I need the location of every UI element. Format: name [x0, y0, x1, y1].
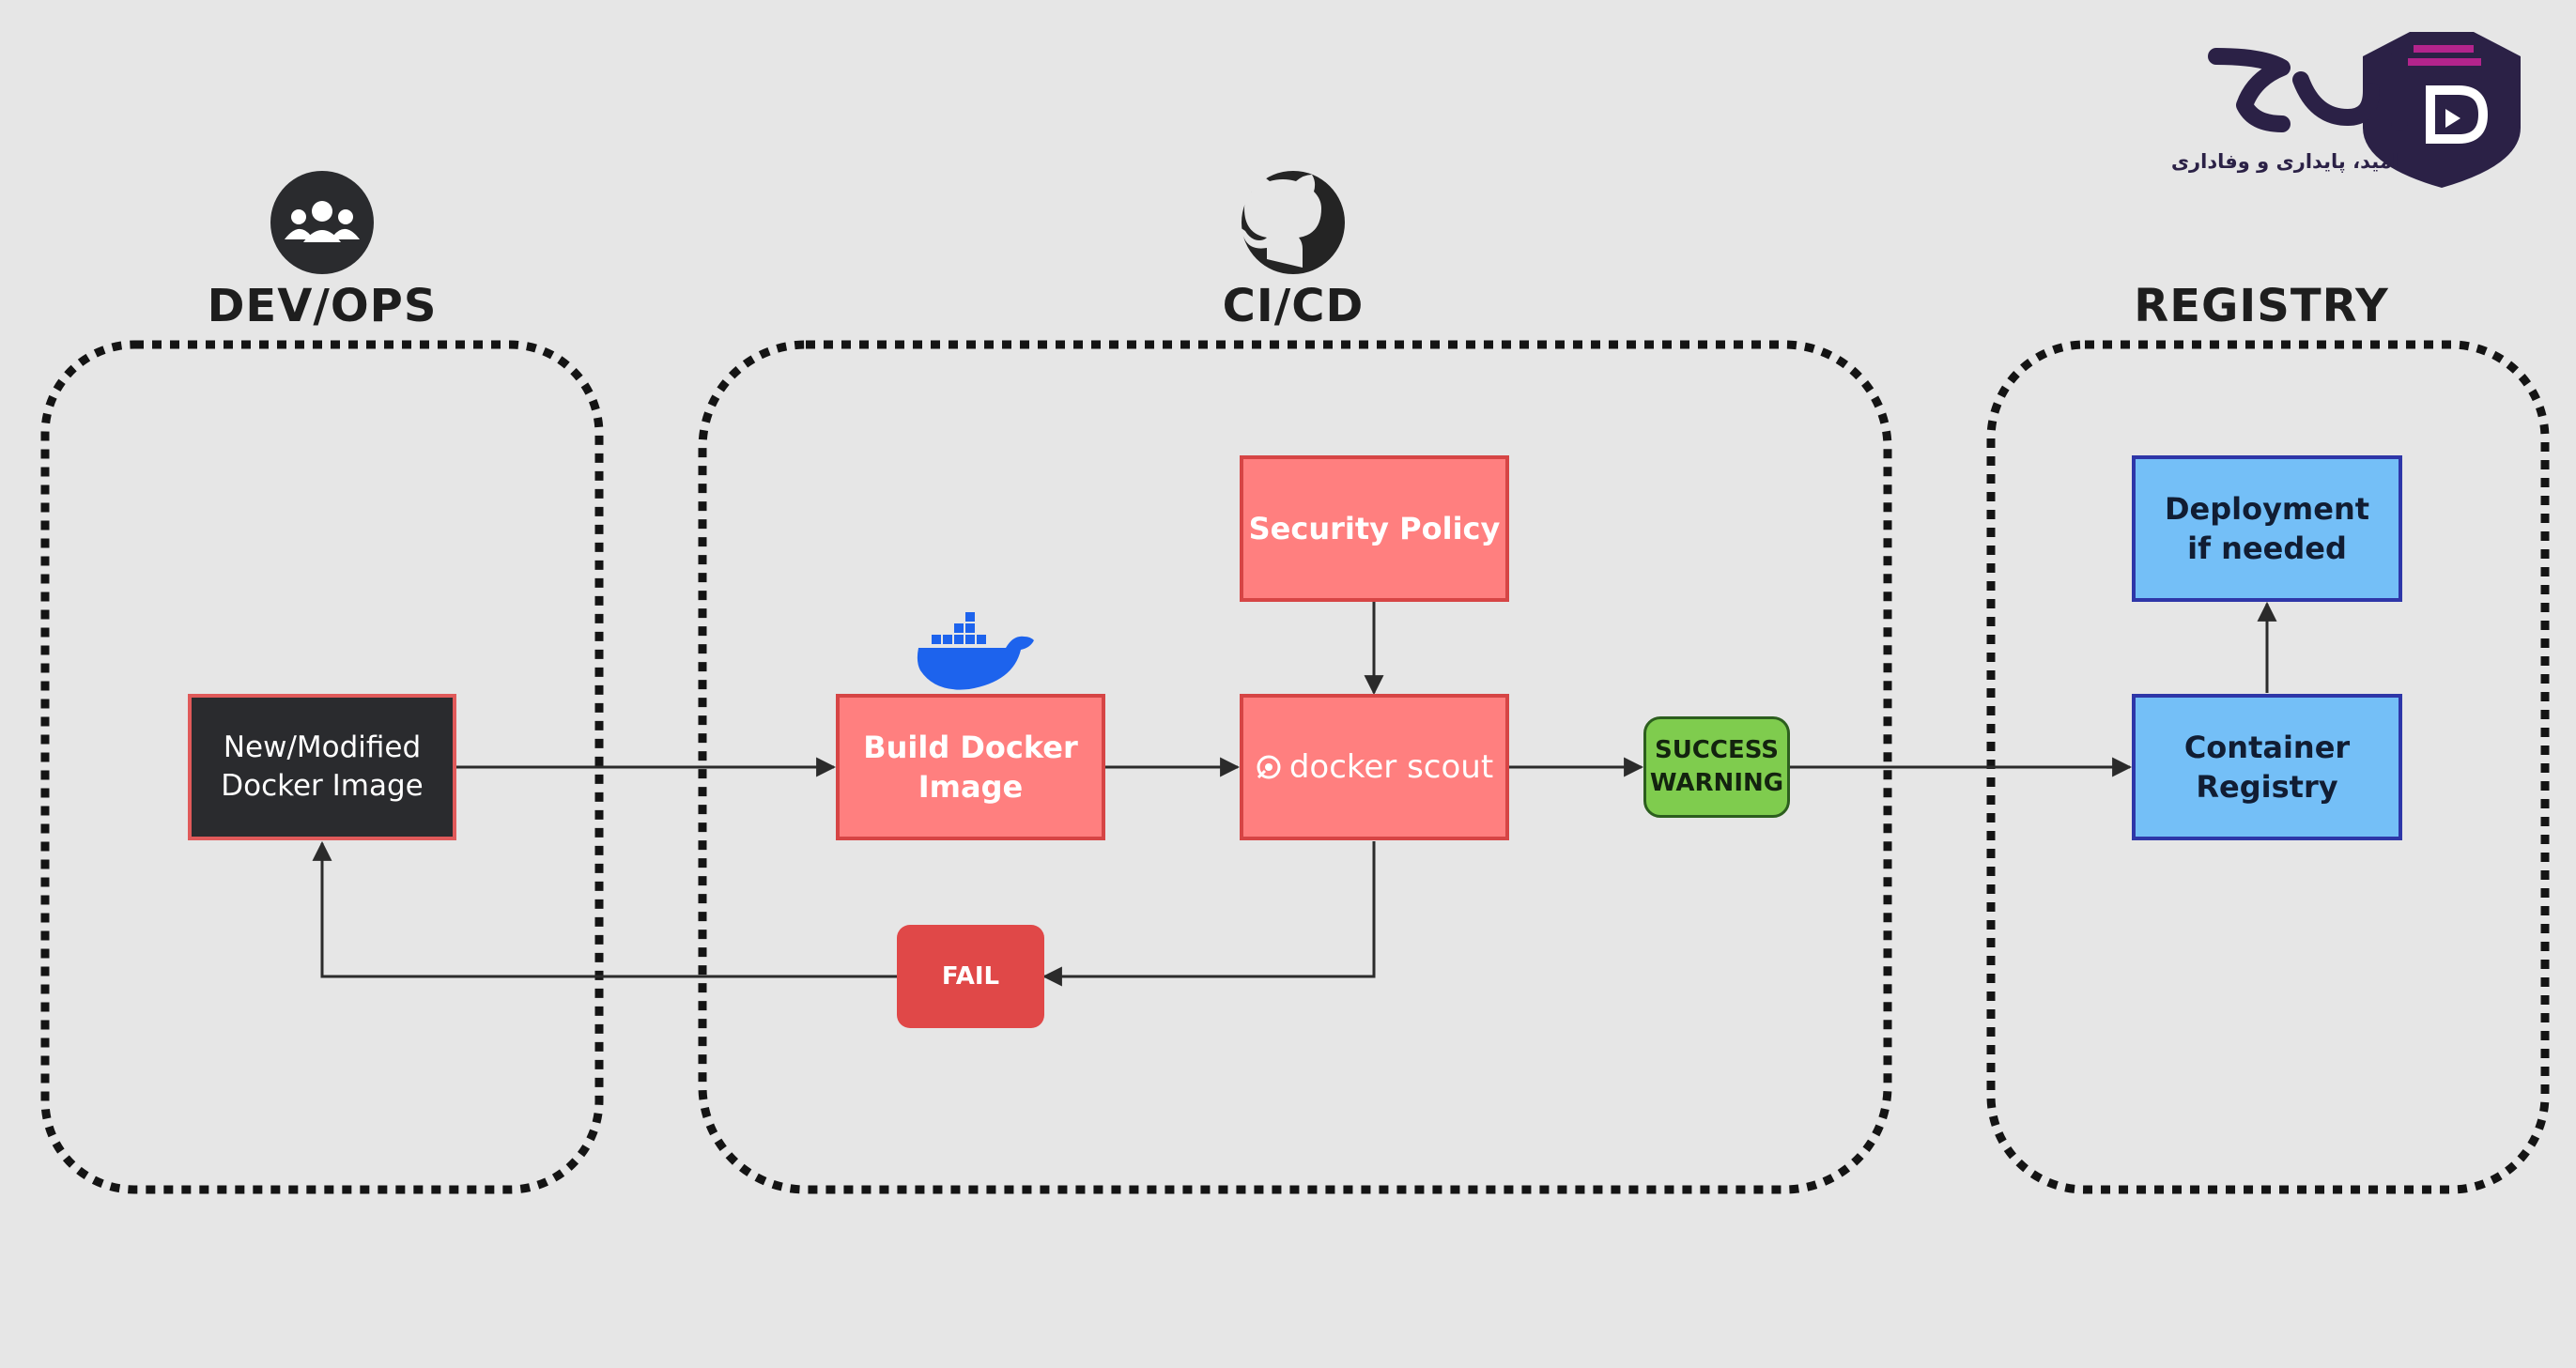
github-icon: [1236, 171, 1345, 274]
brand-tagline: امید، پایداری و وفاداری: [2170, 150, 2399, 173]
docker-scout-node: docker scout: [1240, 694, 1509, 840]
edge-scout-to-fail: [1041, 841, 1376, 987]
docker-scout-icon: [1257, 755, 1281, 779]
cicd-zone-title: CI/CD: [1222, 280, 1365, 332]
container-registry-node: Container Registry: [2132, 694, 2402, 840]
brand-wordmark: [2208, 48, 2408, 132]
success-warning-node: SUCCESS WARNING: [1643, 716, 1790, 818]
cicd-zone-boundary: [698, 340, 1892, 1194]
docker-whale-icon: [917, 612, 1034, 690]
edge-fail-to-new: [312, 840, 897, 978]
security-policy-node: Security Policy: [1240, 455, 1509, 602]
devops-zone-boundary: [40, 340, 604, 1194]
fail-node: FAIL: [897, 925, 1044, 1028]
devops-zone-title: DEV/OPS: [207, 280, 438, 332]
docker-scout-label: docker scout: [1288, 747, 1494, 786]
registry-zone-title: REGISTRY: [2134, 280, 2389, 332]
users-icon: [270, 171, 374, 274]
new-docker-image-node: New/Modified Docker Image: [188, 694, 456, 840]
deployment-node: Deployment if needed: [2132, 455, 2402, 602]
build-docker-image-node: Build Docker Image: [836, 694, 1105, 840]
